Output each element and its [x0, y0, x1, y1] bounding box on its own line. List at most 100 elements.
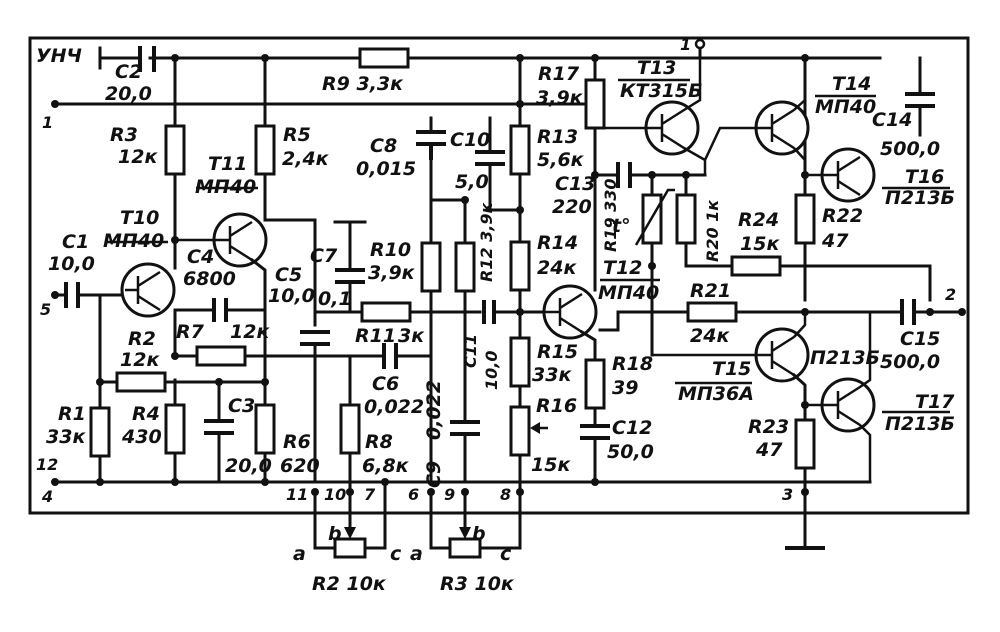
- value-r14: 24к: [537, 257, 577, 279]
- label-t14: T14: [832, 73, 871, 95]
- board-title: УНЧ: [36, 45, 82, 67]
- label-r15: R15: [537, 341, 578, 363]
- value-c7: 0,1: [318, 288, 352, 310]
- label-t17: T17: [915, 391, 955, 413]
- capacitor-c14: [905, 92, 935, 108]
- value-r18: 39: [612, 377, 638, 399]
- resistor-r22: [794, 193, 816, 245]
- value-r11: 3к: [398, 325, 425, 347]
- label-r2: R2: [128, 328, 156, 350]
- label-c15: C15: [900, 328, 940, 350]
- type-t16: П213Б: [885, 187, 955, 209]
- capacitor-c7: [335, 268, 365, 284]
- resistor-r5: [254, 124, 276, 176]
- label-c10: C10: [450, 129, 490, 151]
- label-r20: R20 1к: [703, 199, 722, 262]
- label-r7: R7: [176, 321, 205, 343]
- capacitor-c6: [382, 343, 398, 369]
- label-c1: C1: [62, 231, 89, 253]
- capacitor-c12: [580, 424, 610, 440]
- value-c4: 6800: [183, 268, 236, 290]
- resistor-r7: [195, 345, 247, 367]
- value-r21: 24к: [690, 325, 730, 347]
- label-r9: R9 3,3к: [322, 73, 404, 95]
- terminal-3-label: 3: [782, 485, 793, 504]
- type-t17: П213Б: [885, 413, 955, 435]
- junction-dots: [96, 54, 934, 486]
- terminal-2[interactable]: [958, 308, 966, 316]
- value-r10: 3,9к: [368, 262, 416, 284]
- resistor-r15: [509, 336, 531, 388]
- value-c5: 10,0: [268, 285, 315, 307]
- value-r16: 15к: [531, 454, 571, 476]
- resistor-r24: [730, 255, 782, 277]
- terminal-11-label: 11: [286, 485, 308, 504]
- terminal-6-label: 6: [408, 485, 419, 504]
- value-r6: 620: [280, 455, 320, 477]
- pot-r2-pin-c: c: [390, 543, 402, 565]
- label-c9: C9: [423, 461, 445, 488]
- type-t15: МП36А: [678, 383, 754, 405]
- terminal-4[interactable]: [51, 478, 59, 486]
- terminal-1-left[interactable]: [51, 100, 59, 108]
- capacitor-c1: [64, 282, 80, 308]
- value-r24: 15к: [740, 233, 780, 255]
- resistor-r12: [454, 241, 476, 293]
- terminal-3[interactable]: [801, 488, 809, 496]
- value-c6: 0,022: [364, 396, 424, 418]
- label-c12: C12: [612, 417, 652, 439]
- label-r13: R13: [537, 126, 578, 148]
- resistor-r11: [360, 301, 412, 323]
- pot-r3-pin-b: b: [472, 523, 486, 545]
- capacitor-c3: [204, 419, 234, 435]
- value-c2: 20,0: [105, 83, 152, 105]
- label-r11: R11: [355, 325, 396, 347]
- label-r19: R19 330: [601, 178, 620, 252]
- terminal-12-label: 12: [36, 455, 58, 474]
- resistor-r18: [584, 358, 606, 410]
- value-c11: 10,0: [482, 351, 501, 390]
- resistor-r16: [509, 405, 531, 457]
- label-t11: T11: [208, 153, 247, 175]
- value-r13: 5,6к: [537, 149, 585, 171]
- resistor-r20: [675, 193, 697, 245]
- terminal-1-top[interactable]: [694, 38, 706, 50]
- label-r21: R21: [690, 280, 731, 302]
- value-r8: 6,8к: [362, 455, 410, 477]
- transistor-t10: [120, 262, 176, 318]
- pot-r2-pin-a: a: [293, 543, 306, 565]
- resistor-r17: [584, 78, 606, 130]
- label-r1: R1: [58, 403, 86, 425]
- transistor-t12: [542, 284, 598, 340]
- value-c3: 20,0: [225, 455, 272, 477]
- value-r17: 3,9к: [536, 87, 584, 109]
- resistor-r3: [164, 124, 186, 176]
- value-c1: 10,0: [48, 253, 95, 275]
- value-r1: 33к: [46, 426, 86, 448]
- value-r23: 47: [755, 439, 783, 461]
- terminal-1-left-label: 1: [42, 113, 53, 132]
- label-r17: R17: [538, 63, 580, 85]
- resistor-r4: [164, 403, 186, 455]
- resistor-r2: [115, 371, 167, 393]
- label-r24: R24: [738, 209, 779, 231]
- label-c13: C13: [555, 173, 595, 195]
- label-c2: C2: [115, 61, 142, 83]
- capacitor-c10: [475, 150, 505, 166]
- pot-r3-pin-c: c: [500, 543, 512, 565]
- label-c11: C11: [461, 334, 480, 368]
- resistor-r6: [254, 403, 276, 455]
- value-c9: 0,022: [423, 380, 445, 440]
- value-r2: 12к: [120, 349, 160, 371]
- label-t15: T15: [712, 358, 751, 380]
- value-c14: 500,0: [880, 138, 940, 160]
- resistor-r21: [686, 301, 738, 323]
- label-r4: R4: [132, 403, 160, 425]
- terminal-7-label: 7: [364, 485, 376, 504]
- terminal-5-label: 5: [40, 300, 51, 319]
- resistor-r23: [794, 418, 816, 470]
- type-t15-dup: П213Б: [810, 347, 880, 369]
- label-r3: R3: [110, 124, 138, 146]
- value-r15: 33к: [532, 364, 572, 386]
